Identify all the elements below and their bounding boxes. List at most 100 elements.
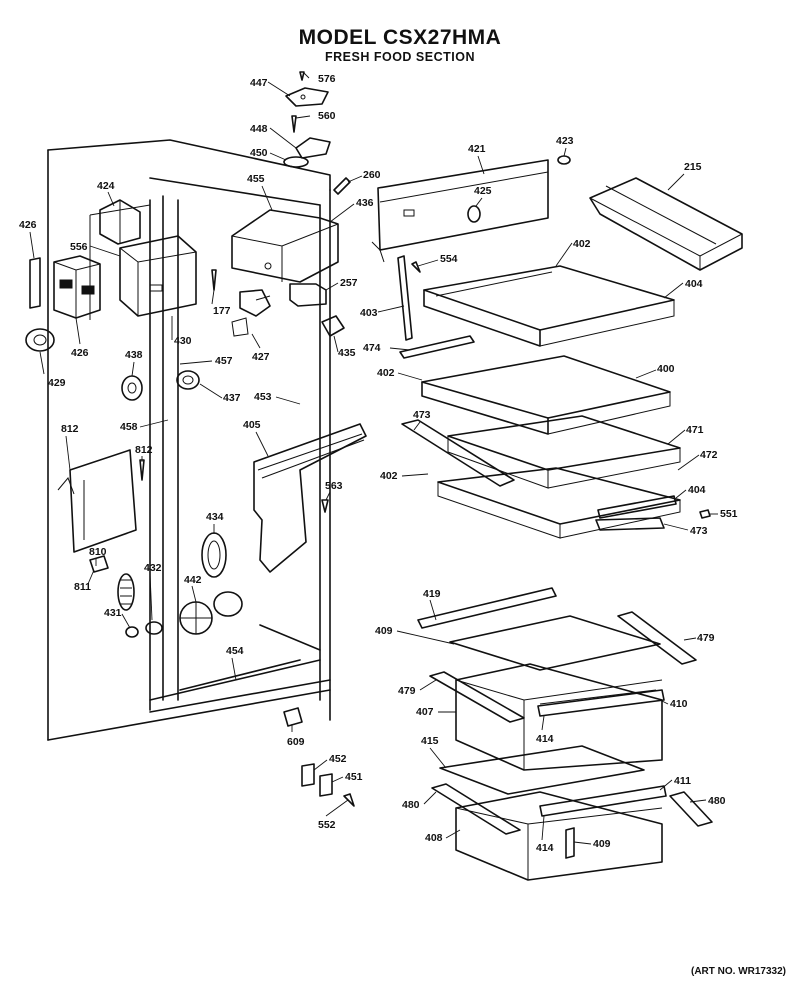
callout-415: 415 bbox=[421, 735, 439, 747]
callout-560: 560 bbox=[318, 110, 336, 122]
hinge-452 bbox=[301, 763, 315, 787]
callout-450: 450 bbox=[250, 147, 268, 159]
callout-431: 431 bbox=[104, 607, 122, 619]
knob-429 bbox=[25, 328, 55, 352]
callout-554: 554 bbox=[440, 253, 458, 265]
callout-402a: 402 bbox=[573, 238, 591, 250]
callout-457: 457 bbox=[215, 355, 233, 367]
screw-177 bbox=[211, 269, 217, 291]
callout-563: 563 bbox=[325, 480, 343, 492]
callout-400: 400 bbox=[657, 363, 675, 375]
callout-551: 551 bbox=[720, 508, 738, 520]
shelf-edge-473 bbox=[401, 419, 515, 487]
cabinet-liner bbox=[47, 139, 331, 741]
callout-423: 423 bbox=[556, 135, 574, 147]
callout-409a: 409 bbox=[375, 625, 393, 637]
callout-473b: 473 bbox=[690, 525, 708, 537]
pan-rail-480 bbox=[431, 783, 521, 835]
art-number: (ART NO. WR17332) bbox=[690, 966, 786, 977]
callout-609: 609 bbox=[287, 736, 305, 748]
bracket-435 bbox=[321, 315, 345, 337]
shelf-trim-474 bbox=[399, 335, 475, 359]
callout-215: 215 bbox=[684, 161, 702, 173]
callout-404a: 404 bbox=[685, 278, 703, 290]
callout-451: 451 bbox=[345, 771, 363, 783]
callout-479a: 479 bbox=[697, 632, 715, 644]
callout-447: 447 bbox=[250, 77, 268, 89]
callout-408: 408 bbox=[425, 832, 443, 844]
fitting-431 bbox=[125, 626, 139, 638]
callout-438: 438 bbox=[125, 349, 143, 361]
fitting-437 bbox=[176, 370, 200, 390]
shelf-472 bbox=[437, 467, 681, 539]
fitting-438 bbox=[121, 375, 143, 401]
label-409b bbox=[565, 827, 575, 859]
bulb-450 bbox=[283, 156, 309, 168]
shelf-support-403 bbox=[397, 255, 413, 341]
callout-177: 177 bbox=[213, 305, 231, 317]
grommet-434 bbox=[201, 532, 227, 578]
dairy-bin-215 bbox=[589, 177, 743, 271]
callout-414a: 414 bbox=[536, 733, 554, 745]
callout-455: 455 bbox=[247, 173, 265, 185]
callout-810: 810 bbox=[89, 546, 107, 558]
end-cap-551 bbox=[699, 509, 711, 519]
fan-442 bbox=[179, 591, 243, 635]
lamp-socket-448 bbox=[295, 137, 331, 159]
light-shield-447 bbox=[285, 87, 329, 107]
crisper-pan-407 bbox=[455, 663, 663, 771]
baffle-812 bbox=[57, 449, 137, 553]
callout-402c: 402 bbox=[380, 470, 398, 482]
callout-407: 407 bbox=[416, 706, 434, 718]
callout-472: 472 bbox=[700, 449, 718, 461]
callout-552: 552 bbox=[318, 819, 336, 831]
shelf-rail-404b bbox=[597, 495, 677, 519]
callout-426a: 426 bbox=[19, 219, 37, 231]
callout-414b: 414 bbox=[536, 842, 554, 854]
callout-410: 410 bbox=[670, 698, 688, 710]
leader-lines bbox=[29, 71, 718, 845]
thermostat-426 bbox=[53, 255, 101, 319]
callout-404b: 404 bbox=[688, 484, 706, 496]
control-box-424 bbox=[99, 199, 141, 245]
page-subtitle: FRESH FOOD SECTION bbox=[325, 50, 475, 64]
damper-257 bbox=[289, 283, 327, 307]
callout-405: 405 bbox=[243, 419, 261, 431]
callout-419: 419 bbox=[423, 588, 441, 600]
callout-811: 811 bbox=[74, 581, 91, 593]
pan-rail-479 bbox=[617, 611, 697, 665]
pan-rail-480b bbox=[669, 791, 713, 827]
callout-425: 425 bbox=[474, 185, 492, 197]
latch-609 bbox=[283, 707, 303, 727]
callout-402b: 402 bbox=[377, 367, 395, 379]
screw-563 bbox=[321, 499, 329, 513]
callout-434: 434 bbox=[206, 511, 224, 523]
callout-260: 260 bbox=[363, 169, 381, 181]
pan-handle-410 bbox=[537, 689, 665, 717]
callout-474: 474 bbox=[363, 342, 381, 354]
callout-429: 429 bbox=[48, 377, 66, 389]
callout-436: 436 bbox=[356, 197, 374, 209]
callout-432: 432 bbox=[144, 562, 162, 574]
callout-435: 435 bbox=[338, 347, 356, 359]
clip-260 bbox=[333, 177, 351, 195]
callout-426b: 426 bbox=[71, 347, 89, 359]
callout-437: 437 bbox=[223, 392, 241, 404]
light-lens-423 bbox=[557, 155, 571, 165]
knob-425 bbox=[467, 205, 481, 223]
pan-handle-411 bbox=[539, 785, 667, 817]
callout-442: 442 bbox=[184, 574, 202, 586]
callout-479b: 479 bbox=[398, 685, 416, 697]
screw-552 bbox=[343, 793, 355, 807]
pan-cover-409 bbox=[449, 615, 661, 671]
callout-labels: 576 447 560 448 450 424 455 436 260 421 … bbox=[19, 73, 738, 854]
screw-560 bbox=[291, 115, 297, 133]
callout-427: 427 bbox=[252, 351, 270, 363]
damper-plate-810 bbox=[89, 555, 109, 573]
callout-454: 454 bbox=[226, 645, 244, 657]
screw-812b bbox=[139, 459, 145, 481]
pan-rail-479b bbox=[429, 671, 525, 723]
shelf-404 bbox=[423, 265, 675, 347]
control-housing-556 bbox=[119, 235, 197, 317]
